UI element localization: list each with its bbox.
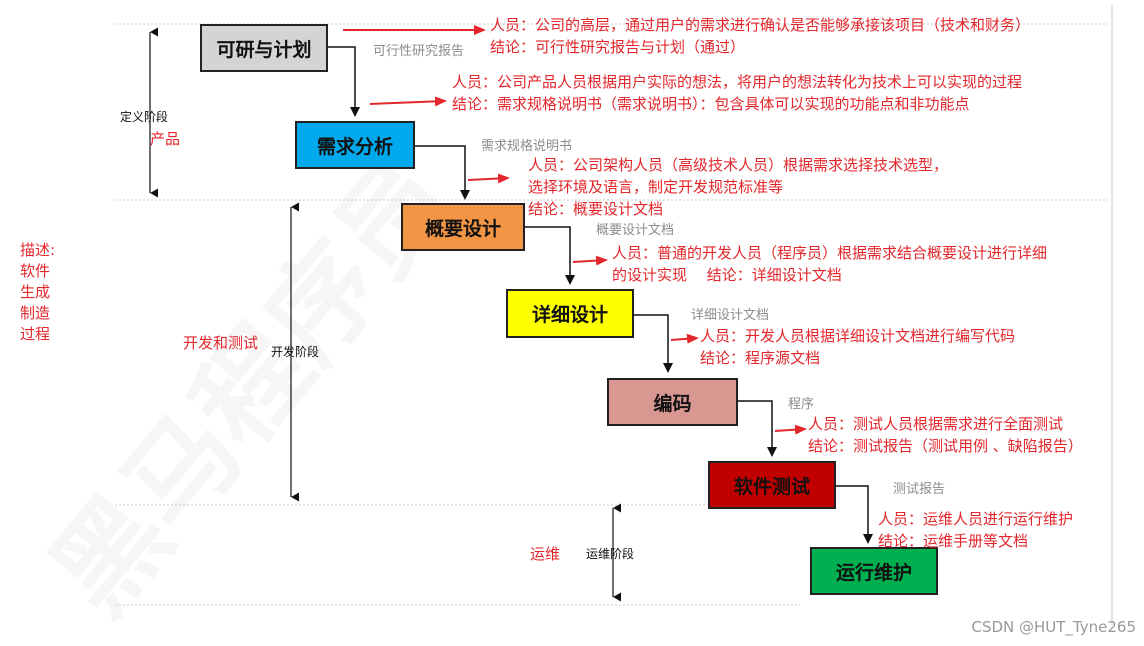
note-coding: 人员：开发人员根据详细设计文档进行编写代码 结论：程序源文档 xyxy=(700,325,1015,369)
note-maintenance: 人员：运维人员进行运行维护 结论：运维手册等文档 xyxy=(878,508,1073,552)
description-line: 过程 xyxy=(20,325,51,343)
description-line: 软件 xyxy=(20,262,51,280)
stage-overall-design: 概要设计 xyxy=(401,203,525,251)
doc-feasibility-report: 可行性研究报告 xyxy=(373,44,465,59)
note-line: 结论：可行性研究报告与计划（通过） xyxy=(490,38,746,56)
doc-detailed-design: 详细设计文档 xyxy=(691,308,770,323)
phase-development-label: 开发阶段 xyxy=(271,345,320,359)
note-line: 人员：运维人员进行运行维护 xyxy=(878,510,1074,528)
note-line: 人员：普通的开发人员（程序员）根据需求结合概要设计进行详细 xyxy=(612,244,1048,262)
note-overall-design: 人员：公司架构人员（高级技术人员）根据需求选择技术选型， 选择环境及语言，制定开… xyxy=(528,154,948,220)
note-feasibility: 人员：公司的高层，通过用户的需求进行确认是否能够承接该项目（技术和财务） 结论：… xyxy=(490,14,1030,58)
description-title: 描述: xyxy=(20,241,56,259)
phase-maintenance-label: 运维阶段 xyxy=(586,547,635,561)
doc-test-report: 测试报告 xyxy=(893,482,946,497)
note-line: 人员：公司产品人员根据用户实际的想法，将用户的想法转化为技术上可以实现的过程 xyxy=(452,73,1023,91)
stage-coding: 编码 xyxy=(607,378,738,426)
phase-definition-tag: 产品 xyxy=(150,130,181,148)
connector-3 xyxy=(525,226,575,285)
connector-2 xyxy=(415,145,470,200)
phase-development-tag: 开发和测试 xyxy=(183,334,259,352)
stage-operation-maintenance: 运行维护 xyxy=(810,547,938,595)
note-arrow-5 xyxy=(670,333,699,344)
description-line: 制造 xyxy=(20,304,51,322)
stage-software-testing: 软件测试 xyxy=(708,461,836,509)
connector-6 xyxy=(836,485,873,544)
note-detailed-design: 人员：普通的开发人员（程序员）根据需求结合概要设计进行详细 的设计实现 结论：详… xyxy=(612,242,1047,286)
note-line: 的设计实现 结论：详细设计文档 xyxy=(612,266,842,284)
footer-credit: CSDN @HUT_Tyne265 xyxy=(971,618,1136,636)
note-line: 人员：公司架构人员（高级技术人员）根据需求选择技术选型， xyxy=(528,156,949,174)
connector-5 xyxy=(738,400,777,457)
note-arrow-3 xyxy=(467,173,510,184)
doc-requirements-spec: 需求规格说明书 xyxy=(481,139,573,154)
stage-requirements-analysis: 需求分析 xyxy=(295,121,415,169)
note-line: 结论：运维手册等文档 xyxy=(878,532,1029,550)
description-block: 描述: 软件 生成 制造 过程 xyxy=(20,240,55,345)
note-testing: 人员：测试人员根据需求进行全面测试 结论：测试报告（测试用例 、缺陷报告） xyxy=(808,413,1083,457)
stage-feasibility-plan: 可研与计划 xyxy=(200,24,328,72)
phase-maintenance-tag: 运维 xyxy=(530,545,561,563)
note-line: 人员：测试人员根据需求进行全面测试 xyxy=(808,415,1064,433)
note-arrow-2 xyxy=(369,96,447,107)
doc-program: 程序 xyxy=(788,397,815,412)
doc-overall-design: 概要设计文档 xyxy=(596,223,675,238)
note-line: 结论：程序源文档 xyxy=(700,349,821,367)
note-line: 结论：需求规格说明书（需求说明书）：包含具体可以实现的功能点和非功能点 xyxy=(452,95,970,113)
connector-4 xyxy=(634,314,673,373)
note-line: 结论：概要设计文档 xyxy=(528,200,664,218)
note-line: 结论：测试报告（测试用例 、缺陷报告） xyxy=(808,437,1083,455)
connector-1 xyxy=(328,46,360,117)
note-line: 人员：公司的高层，通过用户的需求进行确认是否能够承接该项目（技术和财务） xyxy=(490,16,1031,34)
note-requirements: 人员：公司产品人员根据用户实际的想法，将用户的想法转化为技术上可以实现的过程 结… xyxy=(452,71,1022,115)
note-arrow-4 xyxy=(572,255,608,266)
description-line: 生成 xyxy=(20,283,51,301)
stage-detailed-design: 详细设计 xyxy=(506,289,634,338)
note-arrow-6 xyxy=(774,424,807,435)
note-line: 人员：开发人员根据详细设计文档进行编写代码 xyxy=(700,327,1016,345)
phase-definition-label: 定义阶段 xyxy=(120,110,169,124)
note-line: 选择环境及语言，制定开发规范标准等 xyxy=(528,178,784,196)
